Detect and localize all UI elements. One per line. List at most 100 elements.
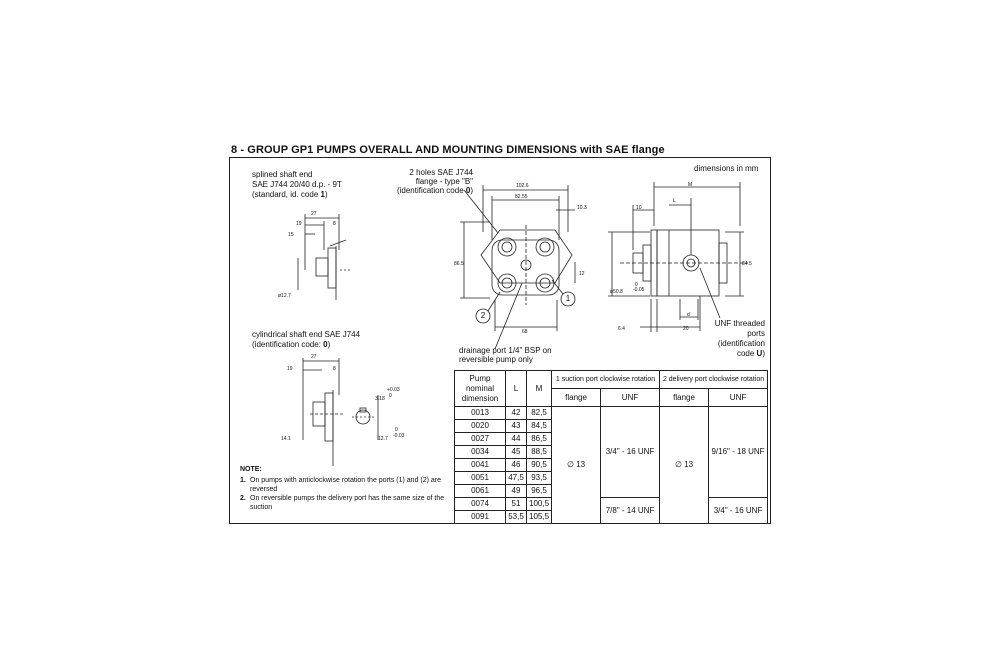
header-l: L: [505, 370, 527, 407]
subheader-delivery-unf: UNF: [708, 388, 769, 407]
cell-m: 105,5: [525, 510, 553, 524]
drainage-note-line1: drainage port 1/4" BSP on: [459, 346, 552, 355]
cell-pump: 0041: [454, 458, 506, 472]
side-tol: 0: [635, 282, 638, 288]
unf-ports-line4: code U): [736, 349, 765, 358]
flange-dim: 10.3: [577, 205, 587, 211]
cell-pump: 0051: [454, 471, 506, 485]
cell-m: 82,5: [525, 406, 553, 420]
cell-pump: 0013: [454, 406, 506, 420]
side-dim: M: [688, 182, 693, 188]
header-m: M: [525, 370, 553, 407]
cell-m: 93,5: [525, 471, 553, 485]
cell-suction-unf: 3/4" - 16 UNF: [600, 406, 661, 498]
table-row: 0074 51 100,5 7/8" - 14 UNF 3/4" - 16 UN…: [454, 497, 769, 524]
cell-l: 49: [505, 484, 527, 498]
cell-l: 43: [505, 419, 527, 433]
cell-suction-unf: 7/8" - 14 UNF: [600, 497, 661, 524]
cell-m: 86,5: [525, 432, 553, 446]
unf-ports-line1: UNF threaded: [714, 319, 765, 328]
cell-pump: 0020: [454, 419, 506, 433]
side-dim: 84.5: [742, 261, 752, 267]
cell-l: 44: [505, 432, 527, 446]
cylindrical-dim: 27: [311, 354, 317, 360]
notes: NOTE: 1. On pumps with anticlockwise rot…: [240, 465, 455, 512]
cell-delivery-unf: 9/16" - 18 UNF: [708, 406, 769, 498]
cell-delivery-flange: ∅ 13: [659, 406, 710, 524]
cell-suction-flange: ∅ 13: [551, 406, 602, 524]
table-row: 0013 42 82,5 ∅ 13 3/4" - 16 UNF ∅ 13 9/1…: [454, 406, 769, 524]
splined-dim: ø12.7: [278, 293, 291, 299]
header-pump: Pump nominal dimension: [454, 370, 506, 407]
flange-dim: 12: [579, 271, 585, 277]
cylindrical-tol: 0: [395, 427, 398, 433]
side-dim: L: [673, 198, 676, 204]
cylindrical-title: cylindrical shaft end SAE J744: [252, 330, 361, 339]
cell-l: 46: [505, 458, 527, 472]
drainage-note-line2: reversible pump only: [459, 355, 533, 364]
splined-dim: 15: [288, 232, 294, 238]
cylindrical-tol: +0.03: [387, 387, 400, 393]
cylindrical-dim: 3.18: [375, 396, 385, 402]
units-note: dimensions in mm: [694, 164, 759, 173]
table-subheader-row: flange UNF flange UNF: [455, 388, 769, 407]
flange-callout-line3: (identification code 0): [396, 186, 473, 195]
port-1-marker: 1: [565, 294, 571, 303]
cell-m: 90,5: [525, 458, 553, 472]
cell-m: 96,5: [525, 484, 553, 498]
flange-dim: 102.6: [516, 183, 529, 189]
table-header-row: Pump nominal dimension L M 1 suction por…: [454, 370, 769, 407]
header-delivery: 2 delivery port clockwise rotation: [659, 370, 769, 389]
cell-l: 42: [505, 406, 527, 420]
cylindrical-tol: -0.03: [393, 433, 405, 439]
cell-l: 47,5: [505, 471, 527, 485]
cylindrical-dim: 8: [333, 366, 336, 372]
cell-m: 84,5: [525, 419, 553, 433]
flange-view-drawing: [460, 185, 576, 350]
side-view-drawing: [608, 182, 748, 332]
flange-dim: 82.55: [515, 194, 528, 200]
header-suction: 1 suction port clockwise rotation: [551, 370, 661, 389]
cell-l: 53,5: [505, 510, 527, 524]
note-item: 2. On reversible pumps the delivery port…: [240, 494, 455, 512]
flange-dim: 68: [522, 329, 528, 335]
drawing-frame: [229, 157, 771, 524]
note-number: 1.: [240, 477, 246, 484]
splined-code: (standard, id. code 1): [252, 190, 328, 199]
subheader-suction-unf: UNF: [600, 388, 661, 407]
note-item: 1. On pumps with anticlockwise rotation …: [240, 476, 455, 494]
cylindrical-tol: 0: [389, 393, 392, 399]
port-2-marker: 2: [480, 311, 486, 320]
cell-pump: 0027: [454, 432, 506, 446]
side-dim: d: [687, 312, 690, 318]
cell-pump: 0091: [454, 510, 506, 524]
cell-l: 51: [505, 497, 527, 511]
side-dim: 10: [636, 205, 642, 211]
note-text: On pumps with anticlockwise rotation the…: [250, 477, 442, 493]
flange-callout-line1: 2 holes SAE J744: [409, 168, 473, 177]
splined-dim: 27: [311, 211, 317, 217]
splined-spec: SAE J744 20/40 d.p. - 9T: [252, 180, 342, 189]
cylindrical-code: (identification code: 0): [252, 340, 331, 349]
side-dim: 6.4: [618, 326, 625, 332]
cell-delivery-unf: 3/4" - 16 UNF: [708, 497, 769, 524]
flange-dim: 86.5: [454, 261, 464, 267]
cylindrical-dim: 12.7: [378, 436, 388, 442]
note-text: On reversible pumps the delivery port ha…: [250, 495, 445, 511]
note-number: 2.: [240, 495, 246, 502]
splined-shaft-drawing: [297, 214, 352, 300]
cell-pump: 0074: [454, 497, 506, 511]
subheader-delivery-flange: flange: [659, 388, 710, 407]
flange-callout-line2: flange - type "B": [415, 177, 473, 186]
cell-l: 45: [505, 445, 527, 459]
unf-ports-line3: (identification: [717, 339, 765, 348]
splined-dim: 8: [333, 221, 336, 227]
splined-dim: 19: [296, 221, 302, 227]
cylindrical-dim: 19: [287, 366, 293, 372]
cell-pump: 0034: [454, 445, 506, 459]
